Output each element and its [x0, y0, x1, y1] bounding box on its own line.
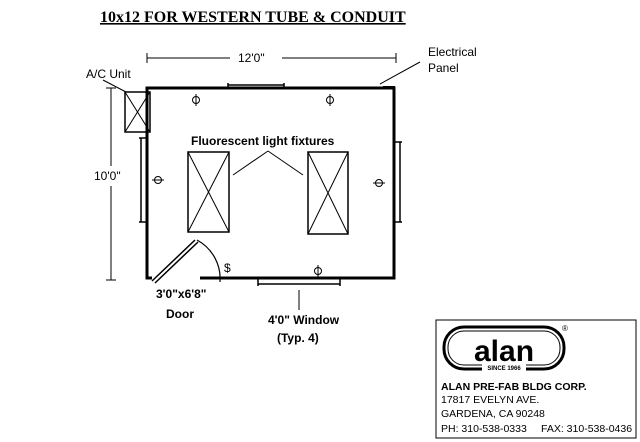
outlet-icon [314, 265, 322, 277]
logo-since: SINCE 1966 [487, 366, 521, 372]
door-swing [151, 239, 221, 284]
door-label: Door [166, 307, 194, 321]
window-label-line2: (Typ. 4) [277, 331, 319, 345]
door-size-label: 3'0"x6'8" [156, 287, 206, 301]
company-name: ALAN PRE-FAB BLDG CORP. [441, 381, 587, 393]
plan-title: 10x12 FOR WESTERN TUBE & CONDUIT [100, 9, 406, 26]
width-dimension [146, 53, 397, 63]
fluorescent-label: Fluorescent light fixtures [191, 134, 335, 148]
outlet-icon [373, 179, 385, 187]
door-opening [152, 276, 200, 282]
company-logo: alan SINCE 1966 ® [442, 324, 568, 372]
registered-mark: ® [562, 324, 568, 333]
company-phone: PH: 310-538-0333 [441, 423, 527, 435]
building-outline [145, 86, 396, 280]
light-fixture-left [187, 151, 230, 233]
ac-unit-label: A/C Unit [86, 67, 131, 81]
depth-dimension [106, 87, 116, 281]
ac-leader-line [102, 79, 127, 93]
ac-unit [124, 91, 151, 133]
top-window [227, 83, 285, 88]
electrical-leader-line [379, 61, 421, 85]
width-label: 12'0" [238, 51, 265, 65]
fixture-leader-right [267, 150, 304, 176]
electrical-panel [383, 86, 395, 89]
depth-label: 10'0" [94, 169, 121, 183]
switch-symbol: $ [224, 261, 231, 275]
bottom-window [257, 278, 341, 286]
company-info-box [435, 319, 637, 439]
electrical-label-line1: Electrical [428, 45, 477, 59]
window-label-line1: 4'0" Window [268, 313, 340, 327]
right-window [394, 141, 402, 223]
left-window [139, 137, 147, 223]
fixture-leader-left [232, 150, 269, 176]
company-fax: FAX: 310-538-0436 [541, 423, 632, 435]
outlet-icon [326, 94, 334, 106]
outlet-icon [152, 176, 164, 184]
company-address-line2: GARDENA, CA 90248 [441, 408, 545, 420]
company-address-line1: 17817 EVELYN AVE. [441, 394, 539, 406]
light-fixture-right [307, 151, 349, 235]
outlet-icon [192, 94, 200, 106]
electrical-label-line2: Panel [428, 61, 459, 75]
